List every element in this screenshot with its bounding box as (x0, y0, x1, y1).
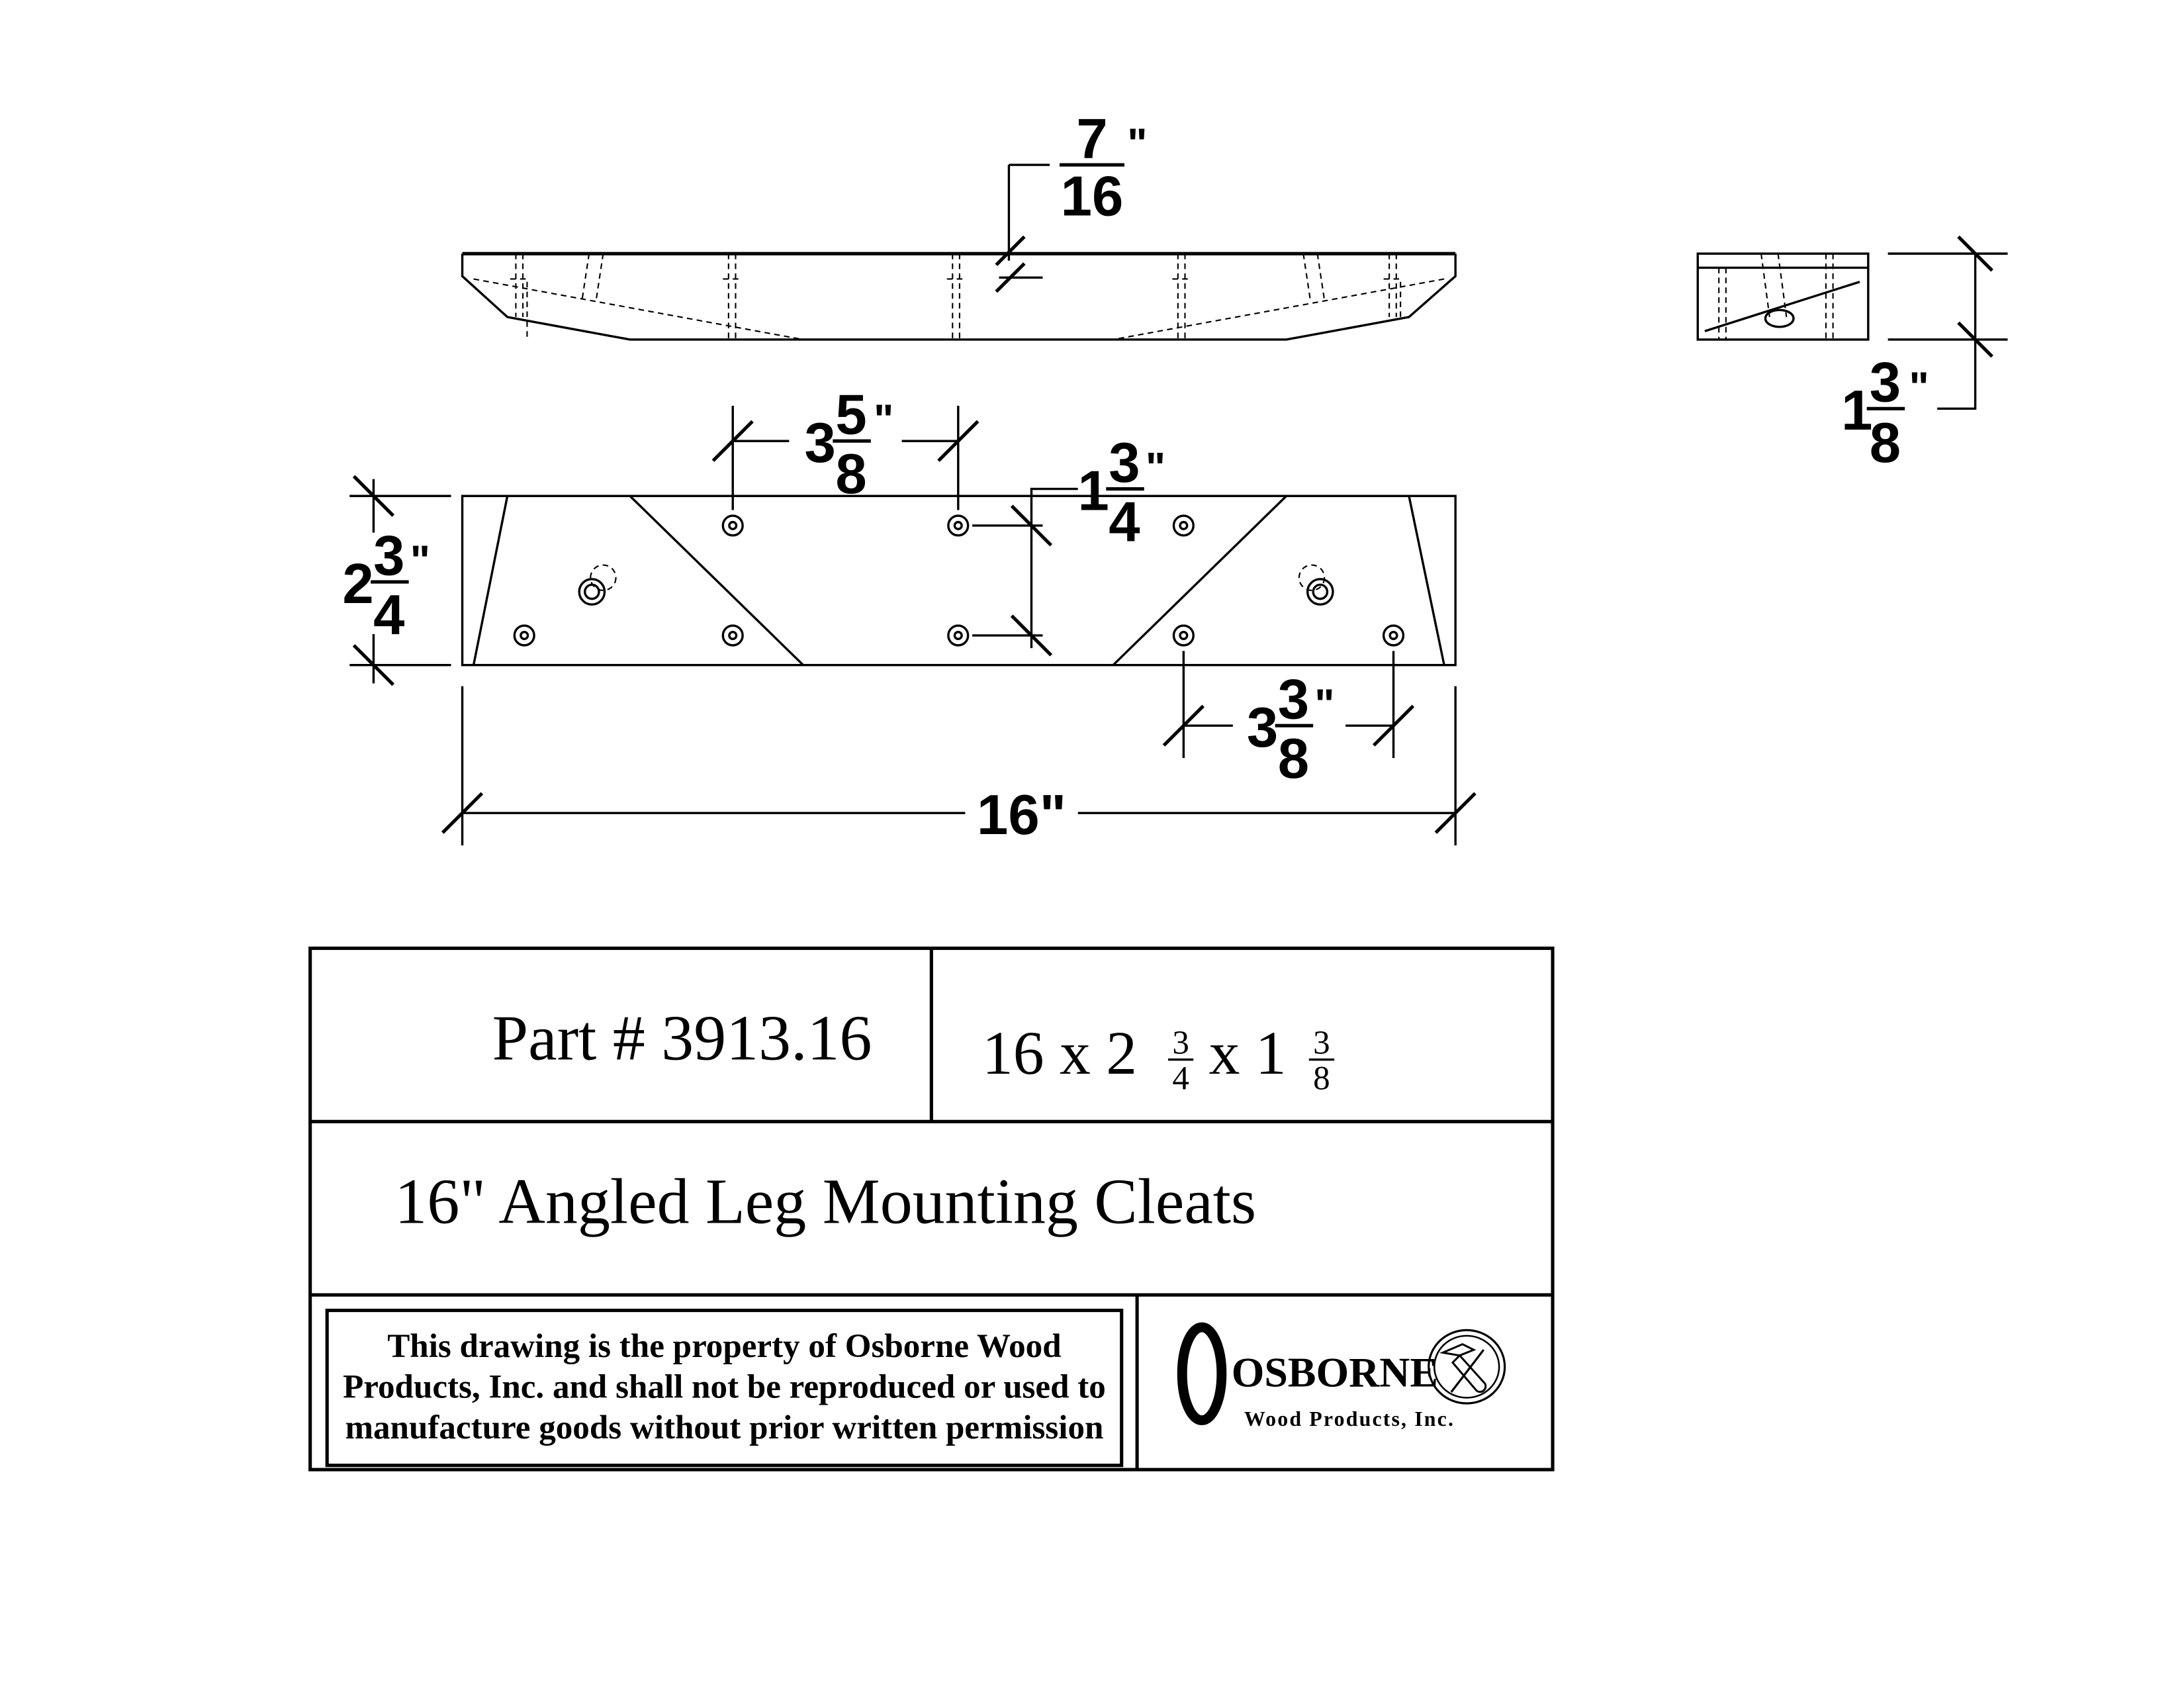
dim-234-den: 4 (373, 584, 404, 647)
notice-line-1: This drawing is the property of Osborne … (387, 1327, 1061, 1365)
side-view: 1 3 8 " (1696, 235, 2008, 475)
dim-338-unit: " (1314, 680, 1334, 728)
notice-line-3: manufacture goods without prior written … (345, 1409, 1103, 1446)
dim-side-num: 3 (1870, 352, 1901, 414)
dim-234-unit: " (410, 536, 430, 584)
dim-338-whole: 3 (1247, 696, 1278, 759)
dim-338-num: 3 (1278, 669, 1309, 731)
title-block: Part # 3913.16 16 x 2 3 4 x 1 3 8 16" An… (308, 946, 1555, 1472)
top-view: 7 16 " (461, 107, 1457, 341)
part-description: 16" Angled Leg Mounting Cleats (394, 1166, 1256, 1238)
logo-subtitle: Wood Products, Inc. (1244, 1407, 1455, 1430)
size-spec: 16 x 2 3 4 x 1 3 8 (982, 1019, 1335, 1097)
screw-holes (513, 514, 1405, 647)
dim-358-whole: 3 (805, 412, 836, 475)
osborne-logo: OSBORNE Wood Products, Inc. (1177, 1322, 1506, 1430)
dim-side-unit: " (1909, 363, 1929, 411)
notice-line-2: Products, Inc. and shall not be reproduc… (343, 1368, 1106, 1406)
dim-234-whole: 2 (342, 553, 373, 616)
size-a-den: 4 (1172, 1059, 1189, 1097)
size-a: 16 x 2 (982, 1019, 1137, 1088)
dim-7-16-den: 16 (1061, 165, 1124, 228)
part-number: Part # 3913.16 (492, 1003, 872, 1074)
dim-134-whole: 1 (1077, 460, 1109, 523)
dim-side-den: 8 (1870, 412, 1901, 475)
hammer-nail-icon (1428, 1329, 1506, 1405)
front-view: 3 5 8 " 1 3 4 " 2 3 4 " 3 3 (342, 384, 1477, 847)
dim-338-den: 8 (1278, 727, 1309, 790)
dim-234-num: 3 (373, 524, 404, 587)
dim-358-den: 8 (835, 443, 866, 506)
dim-358-num: 5 (835, 384, 866, 447)
dim-length: 16" (977, 784, 1066, 847)
dim-side-whole: 1 (1841, 379, 1872, 442)
dim-134-num: 3 (1109, 432, 1140, 494)
size-b-den: 8 (1313, 1059, 1330, 1097)
dim-7-16-num: 7 (1076, 107, 1107, 170)
size-b: x 1 (1209, 1019, 1287, 1088)
size-b-num: 3 (1313, 1024, 1330, 1062)
logo-name: OSBORNE (1232, 1348, 1438, 1395)
dim-7-16-unit: " (1127, 119, 1147, 167)
dim-358-unit: " (874, 396, 893, 444)
size-a-num: 3 (1172, 1024, 1189, 1062)
dim-134-unit: " (1146, 444, 1165, 491)
dim-134-den: 4 (1109, 491, 1140, 553)
